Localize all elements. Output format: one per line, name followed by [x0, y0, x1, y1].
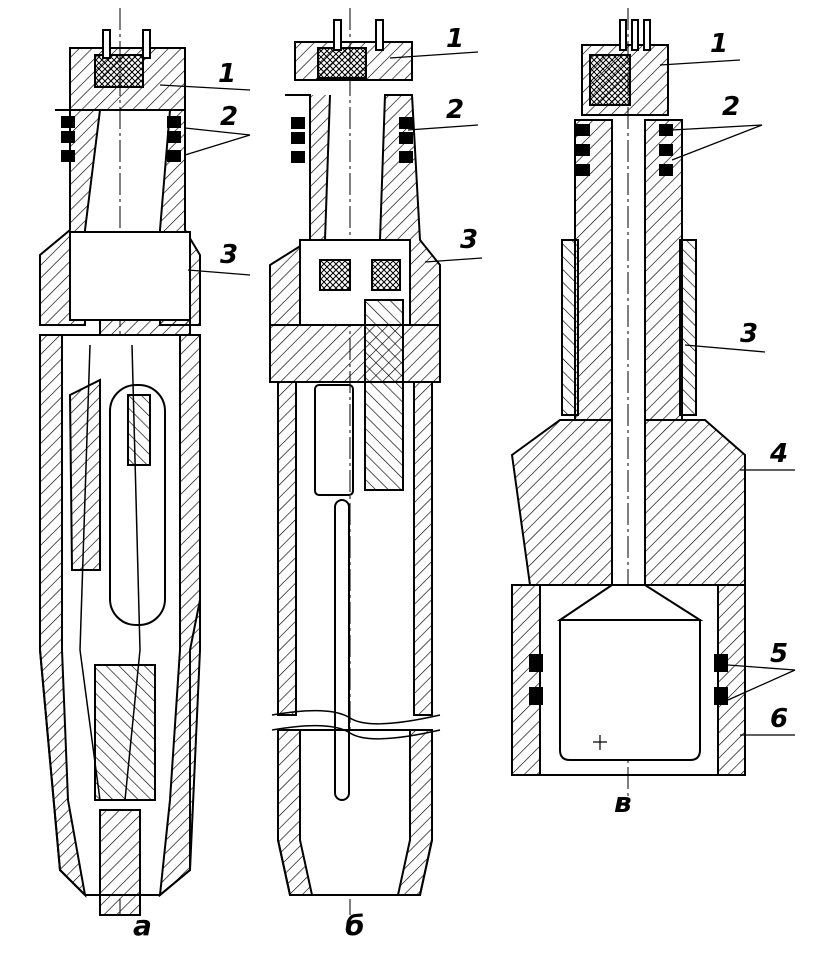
callouts-b	[389, 51, 483, 263]
label-b-1: 1	[446, 24, 464, 54]
label-b-2: 2	[446, 95, 464, 125]
label-a-1: 1	[218, 59, 236, 89]
label-a-3: 3	[220, 240, 238, 270]
figure-v	[510, 8, 746, 810]
caption-b: б	[345, 909, 365, 942]
caption-v: в	[614, 786, 632, 819]
label-v-4: 4	[769, 439, 788, 469]
caption-a: а	[133, 909, 152, 942]
label-a-2: 2	[220, 102, 238, 132]
label-b-3: 3	[460, 225, 478, 255]
label-v-5: 5	[770, 639, 788, 669]
label-v-6: 6	[770, 704, 788, 734]
label-v-2: 2	[722, 92, 740, 122]
callouts-a	[159, 84, 251, 276]
label-v-3: 3	[740, 319, 758, 349]
callouts-v	[659, 59, 796, 736]
figure-a	[39, 8, 201, 916]
figure-b	[269, 8, 441, 915]
label-v-1: 1	[710, 29, 728, 59]
